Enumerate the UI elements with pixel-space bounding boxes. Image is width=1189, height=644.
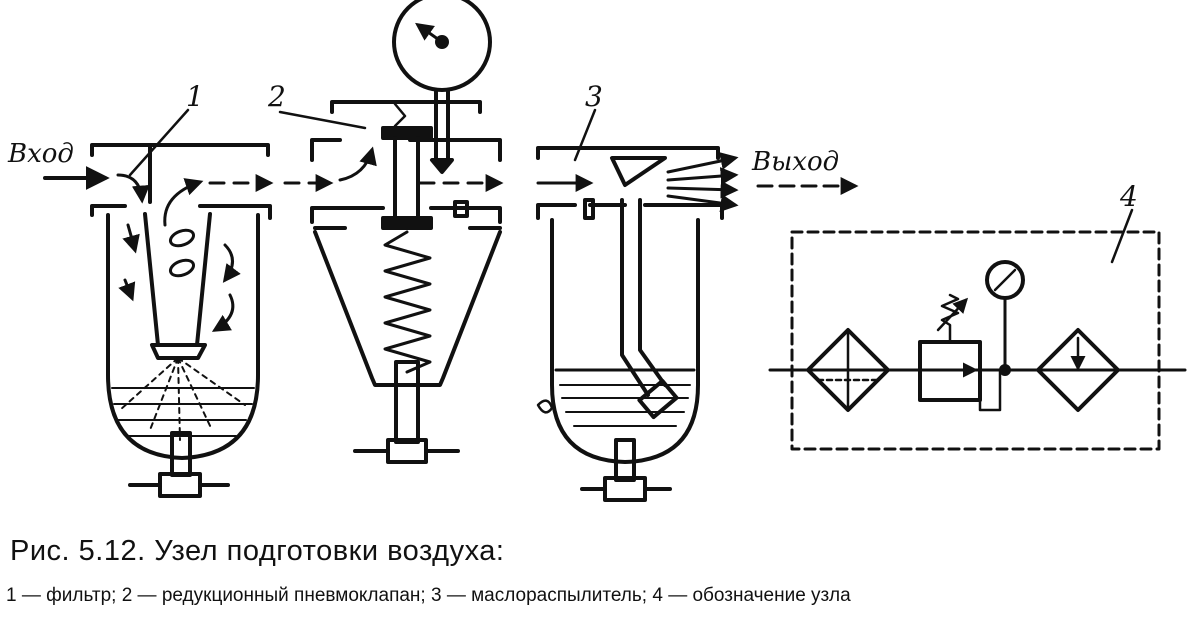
air-preparation-unit-diagram: Вход Выход 1 2 3 4 (7, 0, 1187, 502)
inlet-label: Вход (7, 139, 74, 169)
lubricator-symbol-icon (1036, 328, 1120, 412)
pressure-gauge-icon (392, 0, 492, 92)
outlet-label: Выход (751, 147, 839, 177)
unit-symbol (768, 230, 1187, 451)
filter-unit (90, 143, 272, 498)
part-3-label: 3 (585, 80, 603, 113)
flow-arrows (208, 146, 594, 192)
part-4-label: 4 (1119, 180, 1138, 213)
part-2-label: 2 (267, 80, 286, 113)
figure-caption-title: Рис. 5.12. Узел подготовки воздуха: (10, 535, 505, 567)
figure-caption-legend: 1 — фильтр; 2 — редукционный пневмоклапа… (6, 585, 851, 606)
pressure-regulator-unit (310, 0, 502, 464)
filter-symbol-icon (806, 328, 890, 412)
gauge-symbol-icon (985, 260, 1025, 300)
lubricator-unit (536, 146, 739, 502)
leader-lines (128, 108, 1134, 264)
part-1-label: 1 (186, 80, 204, 113)
